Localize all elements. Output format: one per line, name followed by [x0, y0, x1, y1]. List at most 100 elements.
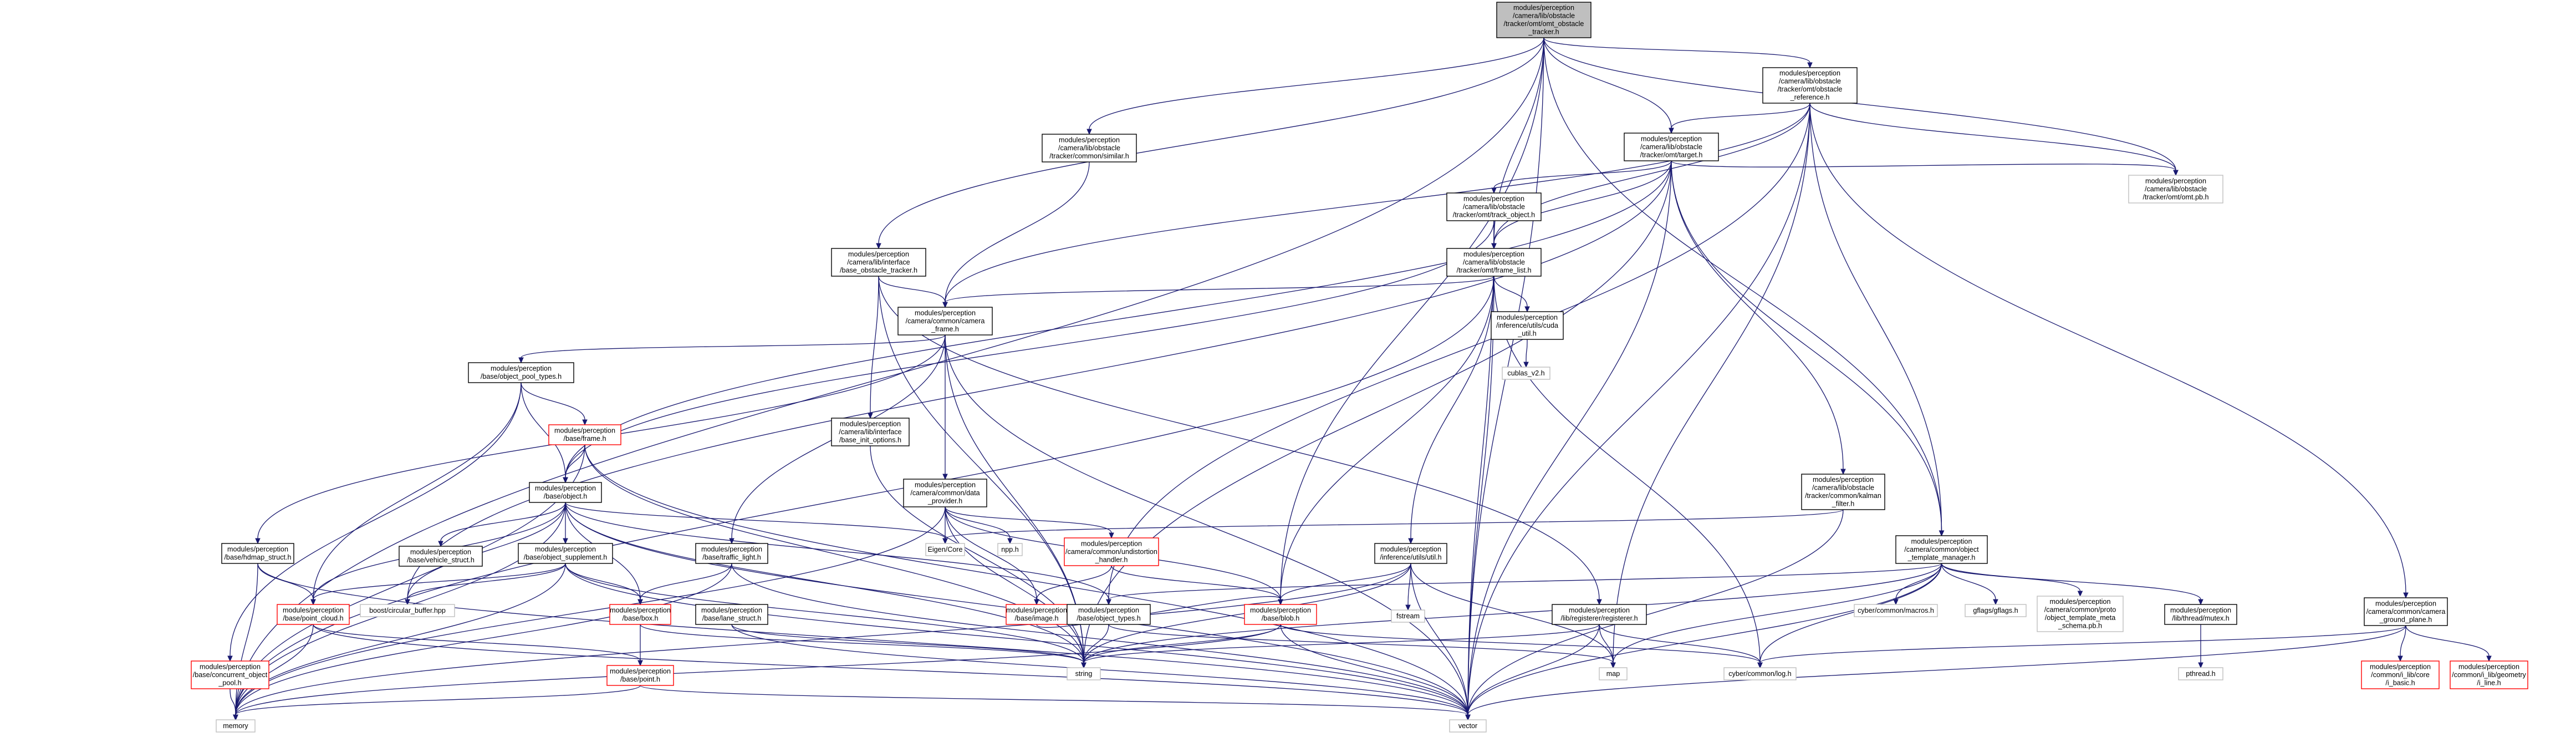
edge-cuda_util-to-cublas — [1523, 339, 1529, 368]
node-blob[interactable]: modules/perception/base/blob.h — [1244, 604, 1317, 625]
node-traffic[interactable]: modules/perception/base/traffic_light.h — [695, 543, 768, 564]
node-cuda_util[interactable]: modules/perception/inference/utils/cuda_… — [1491, 311, 1564, 340]
edge-line — [870, 276, 879, 414]
node-track_obj[interactable]: modules/perception/camera/lib/obstacle/t… — [1446, 192, 1542, 221]
node-ground_plane[interactable]: modules/perception/camera/common/camera_… — [2364, 597, 2448, 626]
edge-track_obj-to-base_object — [563, 220, 1494, 484]
node-cam_frame[interactable]: modules/perception/camera/common/camera_… — [897, 307, 993, 336]
node-label-line: /base/lane_struct.h — [702, 614, 761, 622]
edge-line — [407, 563, 566, 600]
edge-line — [1083, 624, 1109, 663]
edge-arrowhead — [1465, 714, 1471, 721]
edge-line — [521, 334, 946, 358]
edge-line — [1493, 160, 1672, 189]
node-box — [1599, 667, 1628, 680]
edge-line — [640, 685, 1468, 715]
node-supplement[interactable]: modules/perception/base/object_supplemen… — [518, 543, 613, 564]
node-label-line: /tracker/omt/omt_obstacle — [1504, 20, 1584, 28]
edge-line — [1467, 625, 2406, 715]
edge-line — [1809, 103, 2406, 593]
node-point_cloud[interactable]: modules/perception/base/point_cloud.h — [277, 604, 350, 625]
edge-arrowhead — [310, 599, 316, 606]
edge-line — [565, 563, 1468, 715]
node-omt_ref[interactable]: modules/perception/camera/lib/obstacle/t… — [1762, 67, 1858, 104]
node-label-line: modules/perception — [1250, 607, 1311, 614]
node-label-line: cyber/common/log.h — [1728, 670, 1791, 678]
edge-root-to-omt_ref — [1543, 37, 1813, 69]
node-obj_types[interactable]: modules/perception/base/object_types.h — [1067, 604, 1151, 625]
node-lane[interactable]: modules/perception/base/lane_struct.h — [695, 604, 768, 625]
node-data_provider[interactable]: modules/perception/camera/common/data_pr… — [903, 479, 987, 507]
edge-arrowhead — [942, 538, 948, 545]
node-box — [1624, 133, 1719, 161]
edge-base_box-to-std_string — [640, 624, 1086, 669]
node-label-line: _pool.h — [218, 679, 241, 687]
edge-line — [1467, 276, 1494, 715]
node-root[interactable]: modules/perception/camera/lib/obstacle/t… — [1496, 2, 1591, 38]
edge-line — [1280, 624, 1761, 663]
node-i_lib_geom[interactable]: modules/perception/common/i_lib/geometry… — [2450, 660, 2528, 689]
node-base_init[interactable]: modules/perception/camera/lib/interface/… — [831, 418, 910, 446]
edge-arrowhead — [1939, 530, 1945, 537]
node-infer_util[interactable]: modules/perception/inference/utils/util.… — [1374, 543, 1447, 564]
node-label-line: _frame.h — [931, 325, 959, 333]
edge-frame_list-to-cam_frame — [942, 276, 1494, 308]
node-label-line: modules/perception — [554, 427, 615, 435]
node-base_box[interactable]: modules/perception/base/box.h — [609, 604, 671, 625]
node-registerer[interactable]: modules/perception/lib/registerer/regist… — [1552, 604, 1647, 625]
node-base_image[interactable]: modules/perception/base/image.h — [1006, 604, 1068, 625]
edge-line — [565, 502, 1084, 663]
node-tmpl_mgr[interactable]: modules/perception/camera/common/object_… — [1895, 535, 1988, 564]
node-frame_list[interactable]: modules/perception/camera/lib/obstacle/t… — [1446, 248, 1542, 277]
edge-data_provider-to-npp — [945, 506, 1013, 545]
node-pool_types[interactable]: modules/perception/base/object_pool_type… — [468, 362, 574, 383]
node-label-line: modules/perception — [491, 365, 552, 373]
node-hdmap[interactable]: modules/perception/base/hdmap_struct.h — [221, 543, 294, 564]
node-box — [1854, 604, 1938, 617]
node-label-line: /base/object_supplement.h — [524, 553, 608, 561]
node-label-line: /base/blob.h — [1262, 614, 1300, 622]
edge-line — [878, 276, 1084, 663]
node-similar[interactable]: modules/perception/camera/lib/obstacle/t… — [1042, 134, 1137, 162]
edge-line — [565, 502, 946, 539]
node-i_lib_base[interactable]: modules/perception/common/i_lib/core/i_b… — [2361, 660, 2440, 689]
edge-supplement-to-circular — [405, 563, 566, 606]
node-label-line: /inference/utils/cuda — [1496, 322, 1558, 329]
edge-omt_ref-to-obj_types — [1106, 103, 1810, 606]
node-box — [1762, 67, 1858, 104]
node-label-line: /common/i_lib/geometry — [2452, 671, 2526, 679]
node-label-line: /tracker/omt/track_object.h — [1453, 211, 1535, 218]
node-base_obs[interactable]: modules/perception/camera/lib/interface/… — [831, 248, 926, 277]
node-target[interactable]: modules/perception/camera/lib/obstacle/t… — [1624, 133, 1719, 161]
node-label-line: vector — [1458, 722, 1477, 730]
node-cyber_macros: cyber/common/macros.h — [1854, 604, 1938, 617]
edge-data_provider-to-undist — [945, 506, 1114, 539]
edge-arrowhead — [942, 302, 948, 308]
edge-line — [1280, 563, 1411, 600]
node-base_frame[interactable]: modules/perception/base/frame.h — [548, 424, 621, 445]
node-base_object[interactable]: modules/perception/base/object.h — [529, 482, 602, 503]
node-base_point[interactable]: modules/perception/base/point.h — [606, 665, 674, 686]
node-label-line: _reference.h — [1790, 94, 1830, 101]
node-box — [221, 543, 294, 564]
node-kalman[interactable]: modules/perception/camera/lib/obstacle/t… — [1801, 474, 1885, 510]
edge-arrowhead — [1893, 599, 1899, 606]
node-mutex[interactable]: modules/perception/lib/thread/mutex.h — [2164, 604, 2237, 625]
edge-arrowhead — [1807, 62, 1813, 69]
edge-line — [1410, 276, 1494, 539]
node-vector: vector — [1449, 719, 1487, 733]
node-undist[interactable]: modules/perception/camera/common/undisto… — [1064, 537, 1159, 566]
edge-line — [1493, 276, 1761, 663]
edge-root-to-base_obs — [876, 37, 1544, 250]
node-label-line: modules/perception — [1059, 136, 1120, 144]
node-std_string: string — [1067, 667, 1101, 680]
node-label-line: /camera/common/undistortion — [1065, 548, 1157, 556]
edge-cam_frame-to-vector — [945, 334, 1471, 721]
node-conc_pool[interactable]: modules/perception/base/concurrent_objec… — [191, 660, 269, 689]
edge-line — [1759, 625, 2406, 663]
edge-line — [1089, 37, 1544, 130]
node-vehicle[interactable]: modules/perception/base/vehicle_struct.h — [399, 546, 483, 567]
node-label-line: string — [1075, 670, 1093, 678]
edge-ground_plane-to-i_lib_geom — [2405, 625, 2492, 662]
edge-arrowhead — [563, 477, 568, 484]
